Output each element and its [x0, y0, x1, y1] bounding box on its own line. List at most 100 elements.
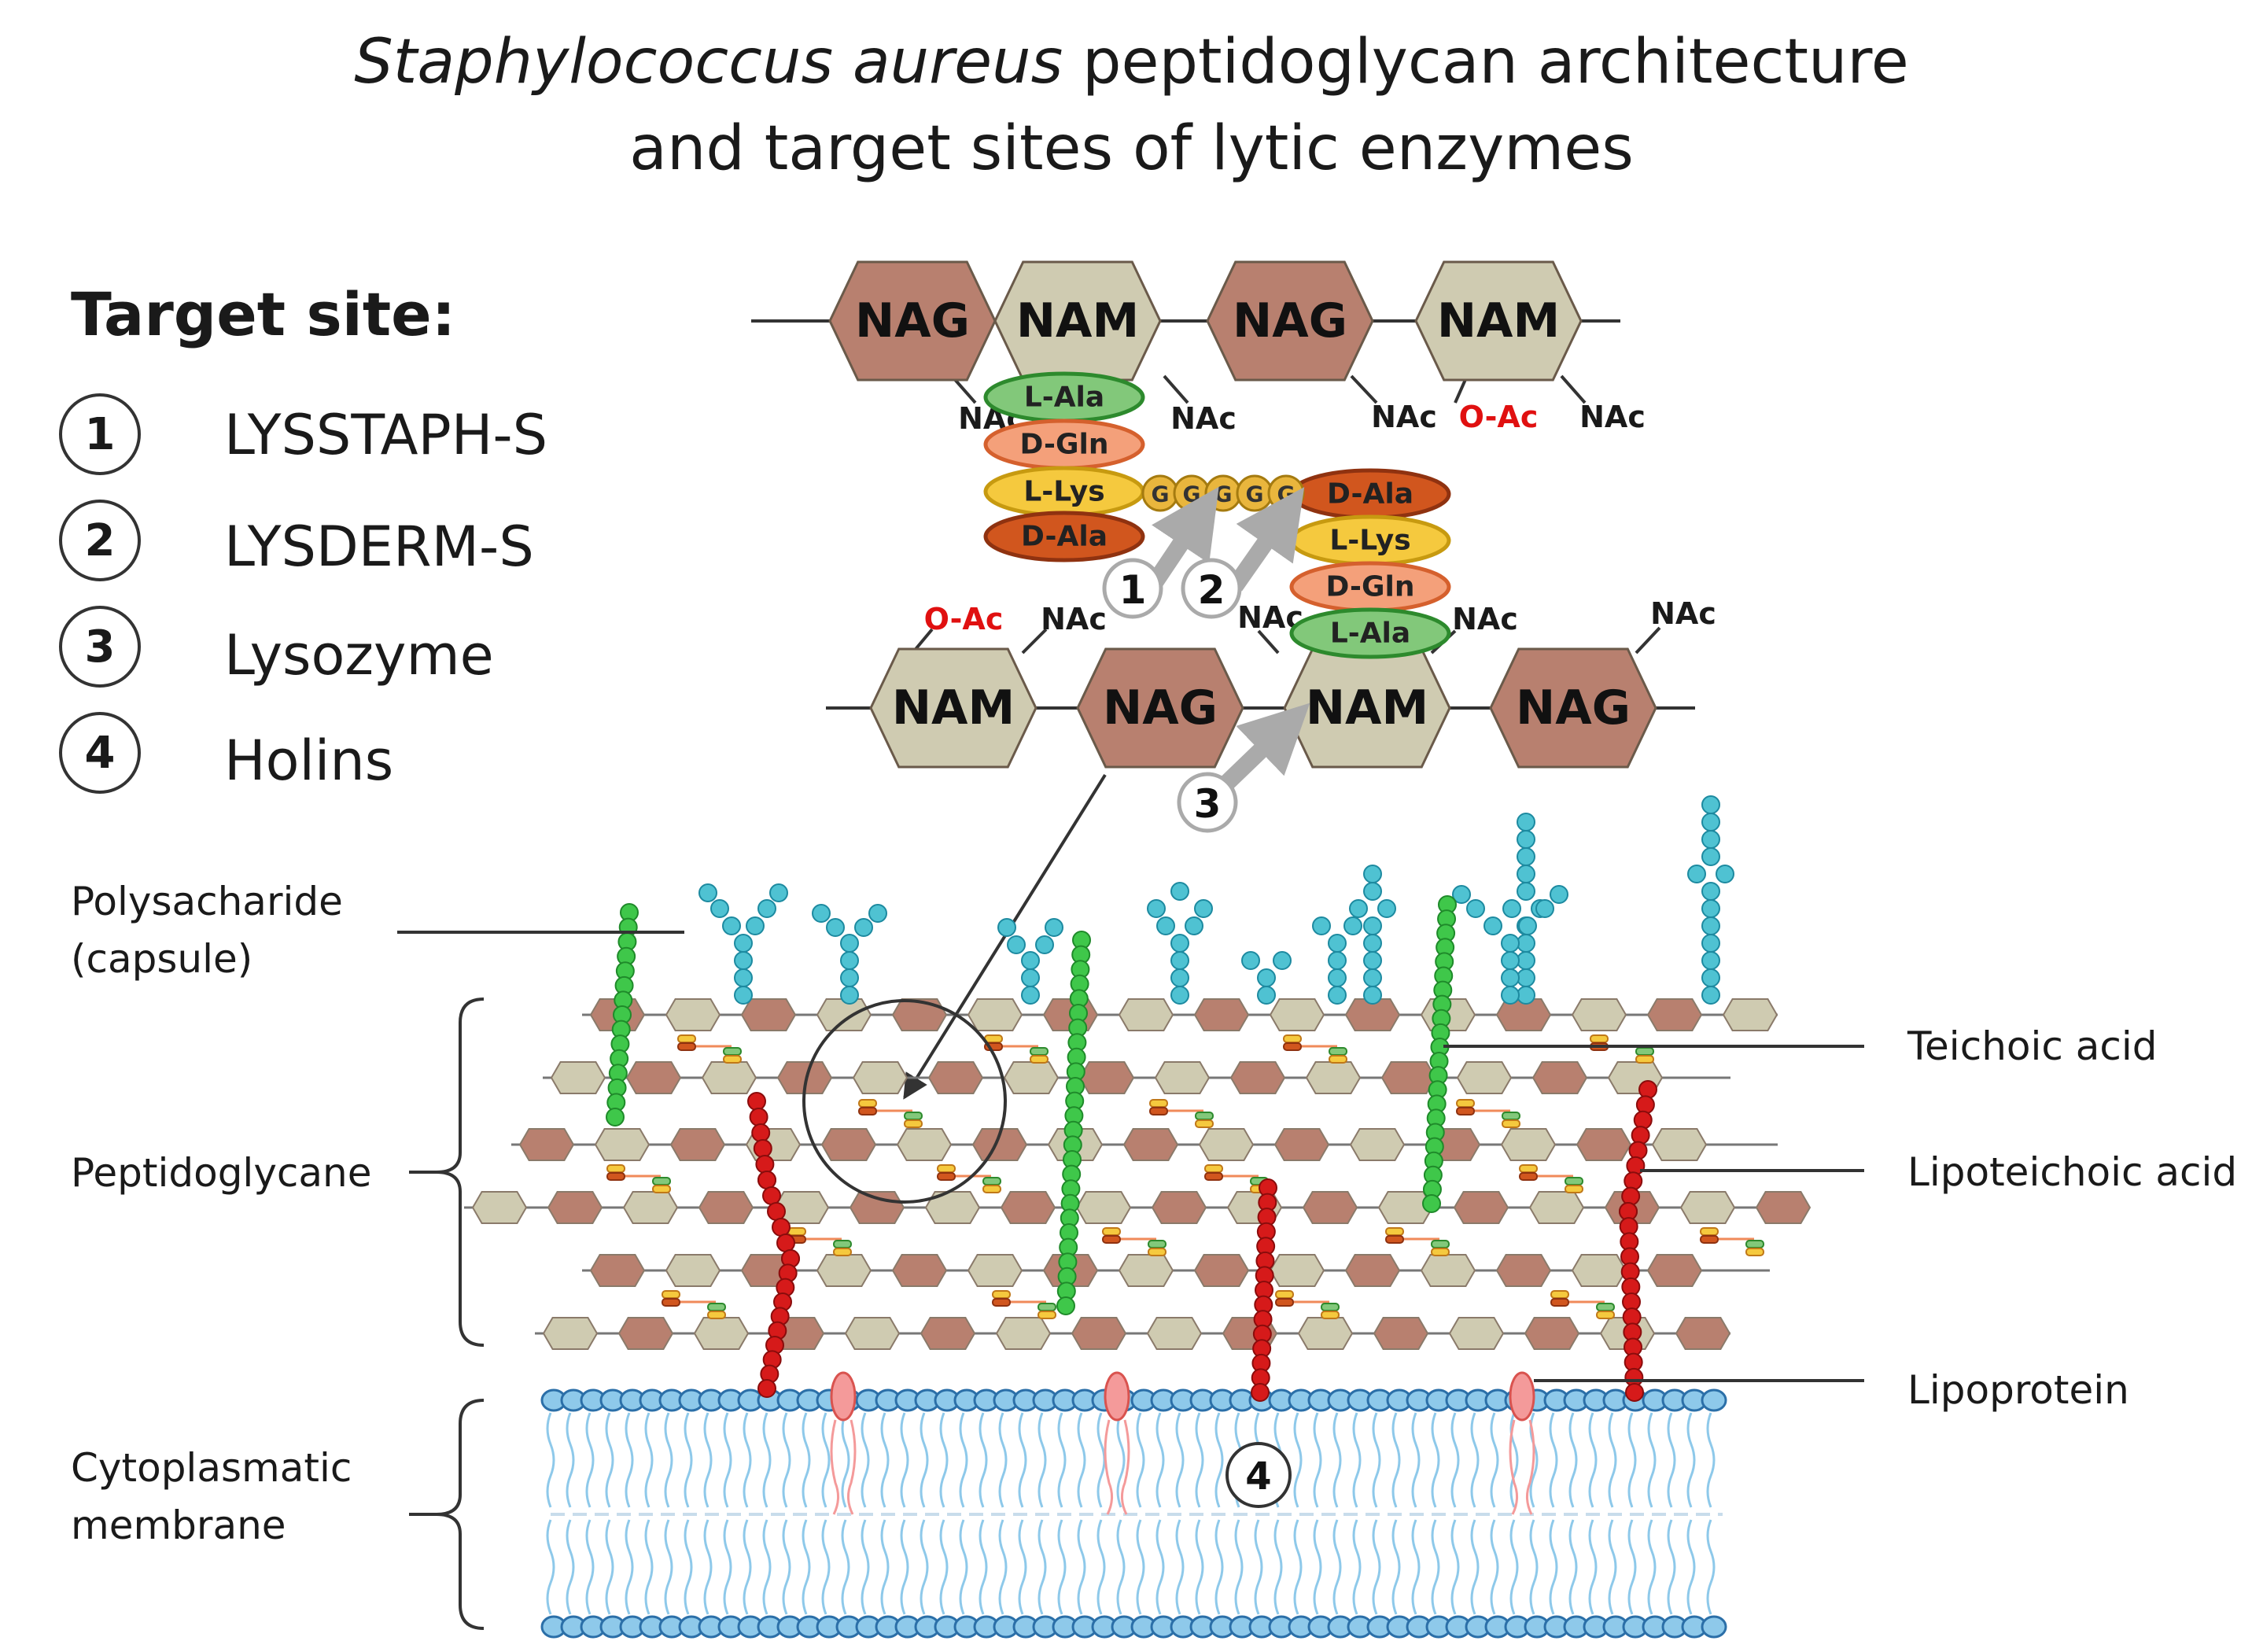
lipid-tail-lower: [1234, 1519, 1244, 1615]
lipoteichoic-acid-unit: [776, 1233, 795, 1252]
holin-marker: [1225, 1442, 1292, 1508]
wall-sugar: [816, 1254, 872, 1287]
capsule-sugar: [812, 904, 831, 923]
lipid-tail-lower: [1293, 1519, 1303, 1615]
crosslink-residue: [1102, 1227, 1121, 1236]
wall-sugar: [1500, 1128, 1557, 1161]
glycine-label: G: [1246, 481, 1264, 507]
capsule-sugar: [854, 918, 873, 937]
lipid-tail-upper: [1214, 1412, 1224, 1508]
left-peptide-label: L-Ala: [1024, 382, 1104, 414]
wall-sugar: [693, 1317, 750, 1350]
capsule-sugar: [1517, 882, 1535, 901]
lipoprotein: [1509, 1371, 1535, 1422]
top-sugar-label: NAM: [1437, 293, 1560, 348]
cleavage-arrow: [1227, 487, 1305, 592]
lipid-tail-lower: [1116, 1519, 1126, 1615]
lipid-tail-upper: [1431, 1412, 1440, 1508]
lipid-tail-upper: [664, 1412, 673, 1508]
bottom-side-bond: [1021, 628, 1048, 655]
lipid-tail-lower: [1706, 1519, 1716, 1615]
wall-sugar: [816, 998, 872, 1031]
lipid-tail-upper: [1096, 1412, 1106, 1508]
crosslink-residue: [1321, 1311, 1340, 1319]
capsule-sugar: [1312, 916, 1331, 935]
lipid-tail-lower: [1018, 1519, 1027, 1615]
right-peptide-label: L-Lys: [1329, 525, 1410, 557]
lipid-tail-upper: [959, 1412, 968, 1508]
wall-sugar: [1071, 1317, 1127, 1350]
crosslink-residue: [1550, 1298, 1569, 1307]
top-side-bond: [1350, 374, 1378, 404]
wall-sugar: [1078, 1061, 1135, 1094]
crosslink-residue: [984, 1034, 1003, 1043]
capsule-sugar: [1021, 968, 1040, 987]
wall-sugar: [971, 1128, 1028, 1161]
capsule-sugar: [1377, 899, 1396, 918]
capsule-sugar: [1328, 968, 1347, 987]
crosslink-residue: [1745, 1248, 1764, 1256]
crosslink-residue: [833, 1248, 852, 1256]
right-peptide-label: D-Ala: [1327, 478, 1413, 511]
crosslink-residue: [1456, 1099, 1475, 1108]
lipid-tail-upper: [1391, 1412, 1401, 1508]
wall-sugar: [891, 1254, 948, 1287]
lipid-tail-lower: [1627, 1519, 1637, 1615]
lipid-tail-upper: [762, 1412, 772, 1508]
wall-sugar: [625, 1061, 682, 1094]
capsule-sugar: [757, 899, 776, 918]
capsule-sugar: [1156, 916, 1175, 935]
wall-sugar: [1576, 1128, 1632, 1161]
capsule-sugar: [1517, 986, 1535, 1005]
crosslink-residue: [1329, 1055, 1347, 1064]
lipid-tail-lower: [1647, 1519, 1657, 1615]
title-line-2: and target sites of lytic enzymes: [629, 113, 1634, 184]
lipoprotein: [1104, 1371, 1130, 1422]
capsule-sugar: [734, 968, 753, 987]
lipid-tail-upper: [625, 1412, 634, 1508]
capsule-sugar: [1502, 899, 1521, 918]
lipid-tail-upper: [1293, 1412, 1303, 1508]
capsule-sugar: [1701, 882, 1720, 901]
wall-sugar: [1679, 1191, 1736, 1224]
wall-sugar: [1571, 1254, 1627, 1287]
lipid-tail-upper: [1490, 1412, 1499, 1508]
lipoteichoic-acid-unit: [1628, 1141, 1648, 1160]
crosslink-residue: [1519, 1164, 1538, 1173]
left-peptide-residue: [983, 511, 1145, 562]
lipid-tail-lower: [1667, 1519, 1676, 1615]
capsule-sugar: [1701, 968, 1720, 987]
lipoteichoic-acid-unit: [753, 1139, 772, 1158]
lipid-tail-lower: [605, 1519, 614, 1615]
capsule-sugar: [734, 951, 753, 970]
lipid-tail-upper: [1175, 1412, 1185, 1508]
capsule-sugar: [1701, 986, 1720, 1005]
wall-sugar: [1305, 1061, 1362, 1094]
lipid-tail-upper: [1195, 1412, 1204, 1508]
capsule-sugar: [1021, 986, 1040, 1005]
wall-sugar: [1193, 998, 1250, 1031]
lipid-tail-lower: [1155, 1519, 1165, 1615]
capsule-sugar: [840, 951, 859, 970]
lipoteichoic-acid-unit: [1635, 1095, 1655, 1115]
wall-sugar: [920, 1317, 976, 1350]
capsule-sugar: [710, 899, 729, 918]
capsule-sugar: [1170, 986, 1189, 1005]
cell-wall-cross-section: 4: [464, 795, 1812, 1639]
lipid-tail-upper: [585, 1412, 595, 1508]
crosslink-residue: [723, 1047, 742, 1056]
capsule-sugar: [1517, 934, 1535, 953]
crosslink-residue: [1149, 1107, 1168, 1115]
glycine-label: G: [1277, 481, 1296, 507]
wall-sugar: [547, 1191, 603, 1224]
lipid-tail-upper: [1411, 1412, 1421, 1508]
lipid-tail-lower: [585, 1519, 595, 1615]
layer-brace: [436, 1399, 485, 1630]
wall-sugar: [701, 1061, 757, 1094]
capsule-sugar: [1363, 865, 1382, 883]
crosslink-residue: [1385, 1227, 1404, 1236]
lipid-tail-upper: [1077, 1412, 1086, 1508]
lipid-tail-lower: [900, 1519, 909, 1615]
capsule-sugar: [1045, 918, 1063, 937]
